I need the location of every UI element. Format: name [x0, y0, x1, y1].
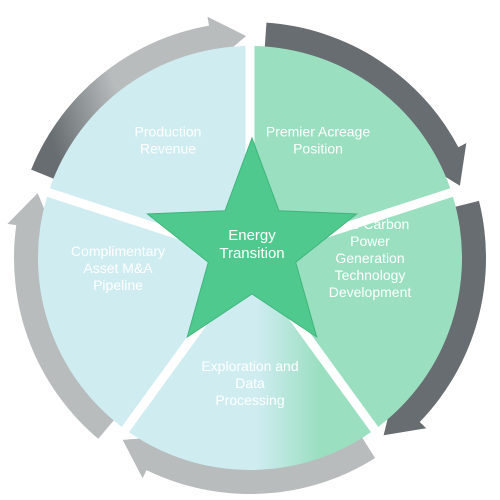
cycle-arrow-3: [122, 434, 376, 494]
segment-4: [37, 196, 251, 428]
center-star-shape: [146, 136, 358, 339]
segment-3: [128, 258, 372, 470]
cycle-arrow-4: [7, 193, 117, 439]
cycle-arrow-1: [264, 22, 467, 186]
